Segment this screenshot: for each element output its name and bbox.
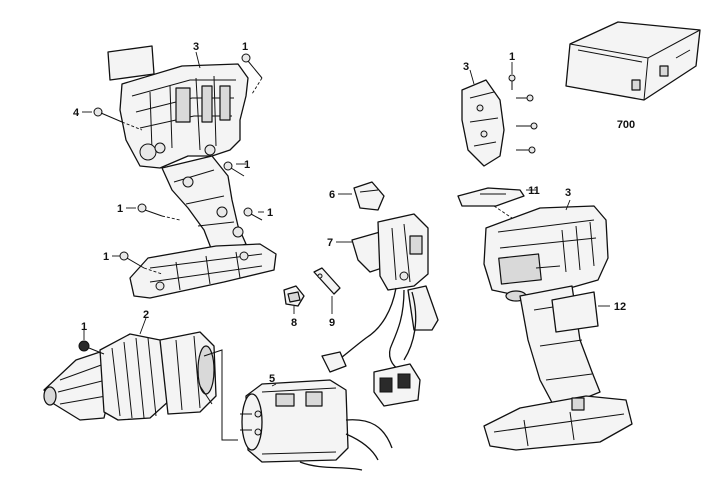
callout-3: 3	[565, 187, 571, 199]
screw-stack	[508, 74, 538, 154]
motor	[240, 379, 393, 471]
callout-3: 3	[193, 41, 199, 53]
right-housing-screw-set	[461, 74, 538, 167]
gearbox-and-chuck	[43, 331, 238, 441]
callout-1: 1	[103, 251, 109, 263]
callout-12: 12	[614, 301, 626, 313]
callout-11: 11	[528, 185, 540, 197]
label-plate-right	[551, 291, 599, 333]
callout-2: 2	[143, 309, 149, 321]
screw-boss	[139, 143, 157, 161]
part-7-trigger-switch	[321, 213, 439, 407]
screw-boss	[216, 206, 228, 218]
clutch-ring	[99, 333, 171, 421]
leader-lines	[82, 51, 610, 387]
callout-3: 3	[463, 61, 469, 73]
housing-screws-left	[93, 53, 263, 275]
chuck-screw	[78, 340, 105, 355]
part-8-brush-holder	[283, 285, 305, 307]
callout-700: 700	[617, 119, 635, 131]
vent-slot	[201, 85, 213, 123]
callout-1: 1	[509, 51, 515, 63]
screw-1a	[241, 53, 263, 95]
left-housing-half	[107, 45, 277, 299]
vent-slot	[175, 87, 191, 123]
carrying-case-700	[565, 21, 701, 101]
callout-1: 1	[117, 203, 123, 215]
screw-boss	[182, 176, 194, 188]
callout-8: 8	[291, 317, 297, 329]
callout-1: 1	[242, 41, 248, 53]
screw-1d	[243, 207, 263, 221]
callout-labels: 1 3 4 1 1 1 1 3 1 700 6 7 11 3 12 8 9 1 …	[73, 41, 635, 385]
right-housing-half	[483, 205, 633, 451]
screw-boss	[155, 281, 165, 291]
screw-4	[93, 107, 143, 131]
screw-boss	[204, 144, 216, 156]
part-11-plate	[457, 187, 525, 223]
callout-1: 1	[81, 321, 87, 333]
chuck-nose	[43, 386, 57, 406]
screw-boss	[154, 142, 166, 154]
callout-7: 7	[327, 237, 333, 249]
callout-6: 6	[329, 189, 335, 201]
label-plate-left	[107, 45, 155, 81]
chuck	[43, 351, 111, 421]
screw-1c	[137, 203, 181, 221]
callout-4: 4	[73, 107, 80, 119]
screw-boss	[232, 226, 244, 238]
callout-5: 5	[269, 373, 275, 385]
screw-1b	[223, 161, 245, 177]
callout-1: 1	[244, 159, 250, 171]
part-9-spring-link	[313, 267, 341, 295]
screw-boss	[239, 251, 249, 261]
vent-slot	[219, 85, 231, 121]
callout-1: 1	[267, 207, 273, 219]
callout-9: 9	[329, 317, 335, 329]
part-6-switch-cap	[353, 181, 385, 211]
